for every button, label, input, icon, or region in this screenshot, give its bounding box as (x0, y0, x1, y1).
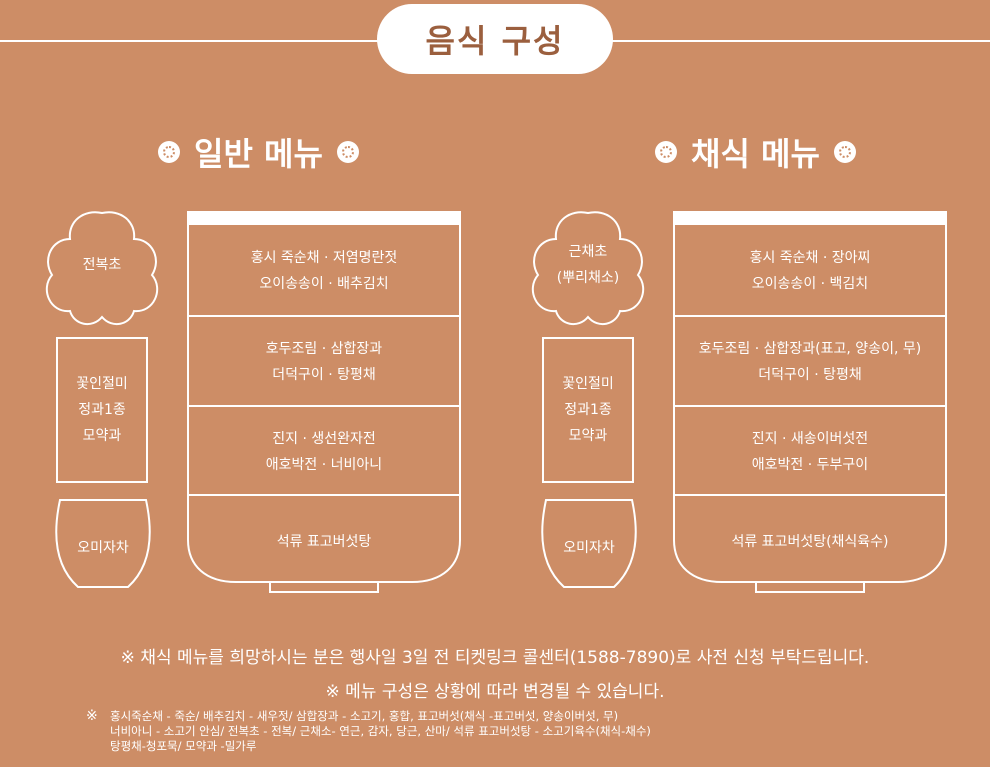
vegetarian-bowl-section-1: 홍시 죽순채 · 장아찌 오이송송이 · 백김치 (749, 250, 871, 292)
vegetarian-cup-text: 오미자차 (563, 540, 615, 556)
flower-icon (833, 141, 856, 163)
general-cup-text: 오미자차 (77, 540, 129, 556)
general-side-flower-text: 전복초 (82, 257, 122, 273)
flower-icon (655, 141, 677, 163)
flower-icon (158, 141, 180, 163)
general-side-box-text: 꽃인절미 정과1종 모약과 (76, 376, 128, 444)
vegetarian-bowl-section-3: 진지 · 새송이버섯전 애호박전 · 두부구이 (751, 430, 869, 473)
vegetarian-bowl-section-4: 석류 표고버섯탕(채식육수) (731, 534, 889, 550)
cup-shape (55, 499, 151, 588)
general-menu-title: 일반 메뉴 (194, 135, 323, 173)
general-bowl-shape (187, 211, 461, 593)
vegetarian-request-note: ※ 채식 메뉴를 희망하시는 분은 행사일 3일 전 티켓링크 콜센터(1588… (120, 648, 870, 668)
page-title: 음식 구성 (377, 4, 613, 74)
general-bowl-section-4: 석류 표고버섯탕 (276, 534, 372, 550)
cup-shape (541, 499, 637, 588)
vegetarian-menu-title: 채식 메뉴 (691, 135, 820, 173)
flower-plate-shape (45, 211, 159, 326)
vegetarian-side-flower-text: 근채초 (뿌리채소) (556, 244, 620, 286)
flower-icon (336, 141, 359, 163)
ingredients-mark: ※ (86, 708, 98, 724)
vegetarian-menu-heading: 채식 메뉴 (655, 130, 856, 174)
general-bowl-section-3: 진지 · 생선완자전 애호박전 · 너비아니 (265, 430, 383, 473)
vegetarian-bowl-shape (673, 211, 947, 593)
ingredients-info: 홍시죽순채 - 죽순/ 배추김치 - 새우젓/ 삼합장과 - 소고기, 홍합, … (110, 709, 651, 753)
header-rule-right (612, 40, 990, 42)
vegetarian-bowl-section-2: 호두조림 · 삼합장과(표고, 양송이, 무) 더덕구이 · 탕평채 (698, 341, 922, 383)
header-rule-left (0, 40, 378, 42)
general-bowl-section-1: 홍시 죽순채 · 저염명란젓 오이송송이 · 배추김치 (250, 250, 398, 292)
general-side-box: 꽃인절미 정과1종 모약과 (56, 337, 148, 483)
menu-change-note: ※ 메뉴 구성은 상황에 따라 변경될 수 있습니다. (325, 682, 665, 702)
general-menu-heading: 일반 메뉴 (158, 130, 359, 174)
general-bowl-section-2: 호두조림 · 삼합장과 더덕구이 · 탕평채 (265, 341, 383, 383)
vegetarian-side-box-text: 꽃인절미 정과1종 모약과 (562, 376, 614, 444)
vegetarian-side-box: 꽃인절미 정과1종 모약과 (542, 337, 634, 483)
flower-plate-shape (531, 211, 645, 326)
